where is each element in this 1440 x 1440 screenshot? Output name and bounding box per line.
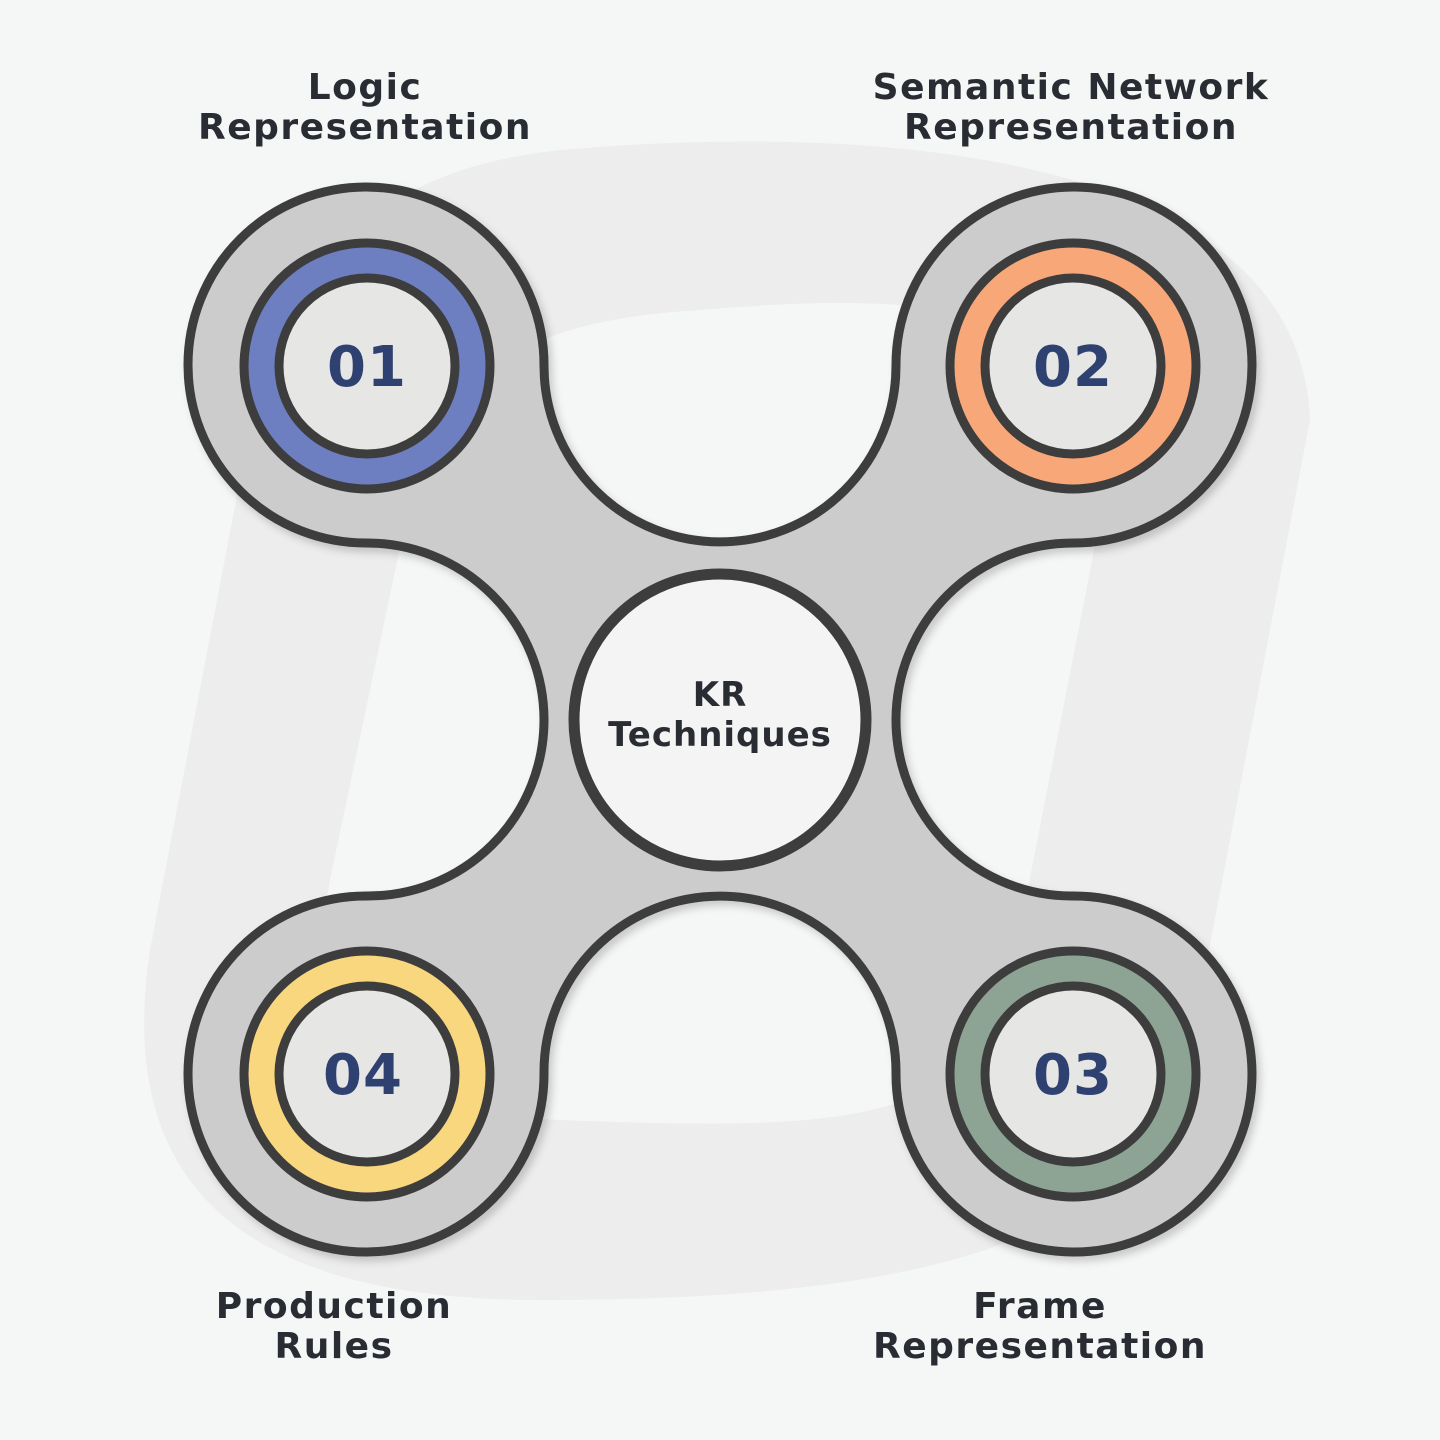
center-title-line1: KR	[693, 675, 748, 715]
node-03: 03	[945, 946, 1201, 1202]
node-01-inner	[274, 273, 460, 459]
label-production-rules: Production Rules	[74, 1287, 594, 1367]
node-03-number: 03	[1033, 1043, 1113, 1108]
node-02: 02	[945, 238, 1201, 494]
node-04: 04	[239, 946, 495, 1202]
node-03-inner	[980, 981, 1166, 1167]
node-01-number: 01	[327, 335, 407, 400]
node-02-number: 02	[1033, 335, 1113, 400]
label-01-line2: Representation	[198, 107, 532, 148]
label-01-line1: Logic	[307, 67, 423, 108]
label-03-line1: Frame	[973, 1286, 1107, 1327]
label-03-line2: Representation	[873, 1326, 1207, 1367]
node-01: 01	[239, 238, 495, 494]
label-02-line1: Semantic Network	[872, 67, 1270, 108]
node-02-inner	[980, 273, 1166, 459]
label-04-line1: Production	[215, 1286, 453, 1327]
node-04-inner	[274, 981, 460, 1167]
label-logic-representation: Logic Representation	[105, 68, 625, 148]
label-04-line2: Rules	[274, 1326, 394, 1367]
label-02-line2: Representation	[904, 107, 1238, 148]
label-semantic-network-representation: Semantic Network Representation	[811, 68, 1331, 148]
center-title-line2: Techniques	[608, 715, 832, 755]
center-hub: KR Techniques	[568, 568, 872, 872]
label-frame-representation: Frame Representation	[780, 1287, 1300, 1367]
node-04-number: 04	[323, 1043, 403, 1108]
